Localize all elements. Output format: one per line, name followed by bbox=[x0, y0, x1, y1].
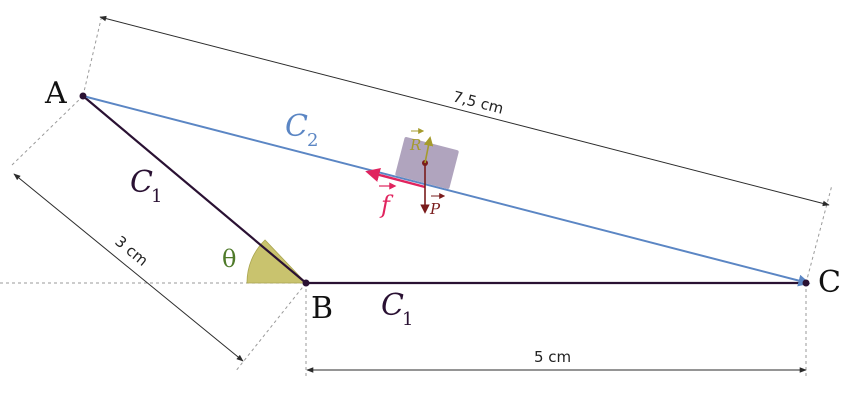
angle-theta-label: θ bbox=[222, 245, 236, 273]
reaction-letter: R bbox=[409, 136, 421, 154]
dimension-ab-label: 3 cm bbox=[111, 232, 151, 270]
dimension-ac-arrow bbox=[99, 15, 830, 207]
weight-label: P bbox=[429, 193, 446, 218]
c2-subscript: 2 bbox=[307, 130, 318, 151]
c1-letter: C bbox=[381, 288, 404, 323]
dimension-ac-label: 7,5 cm bbox=[451, 87, 505, 117]
reaction-label: R bbox=[409, 128, 425, 154]
friction-label: f bbox=[379, 182, 397, 219]
guide-lines bbox=[0, 14, 833, 378]
point-a-dot bbox=[79, 92, 87, 100]
dimension-ab-arrow bbox=[13, 173, 244, 362]
point-c-dot bbox=[802, 279, 810, 287]
friction-letter: f bbox=[379, 191, 394, 219]
angle-wedge bbox=[246, 239, 307, 284]
reaction-force-arrow bbox=[423, 136, 434, 164]
dimension-bc-label: 5 cm bbox=[534, 348, 571, 366]
c1-subscript: 1 bbox=[151, 186, 162, 207]
path-c2-ac bbox=[82, 95, 811, 287]
point-b-label: B bbox=[311, 291, 333, 326]
path-c1-label-incline: C 1 bbox=[130, 165, 162, 207]
path-c1-label-horizontal: C 1 bbox=[381, 288, 413, 330]
guide-a-left bbox=[11, 95, 84, 166]
guide-b-left bbox=[234, 282, 307, 373]
point-a-label: A bbox=[44, 76, 67, 111]
weight-letter: P bbox=[429, 200, 441, 218]
guide-a-top bbox=[82, 14, 103, 97]
path-c2-label: C 2 bbox=[285, 109, 318, 151]
friction-force-arrow bbox=[365, 167, 426, 189]
point-b-dot bbox=[302, 279, 310, 287]
c2-letter: C bbox=[285, 109, 308, 144]
c1-letter: C bbox=[130, 165, 153, 200]
point-c-label: C bbox=[818, 265, 841, 300]
c1-subscript: 1 bbox=[402, 309, 413, 330]
